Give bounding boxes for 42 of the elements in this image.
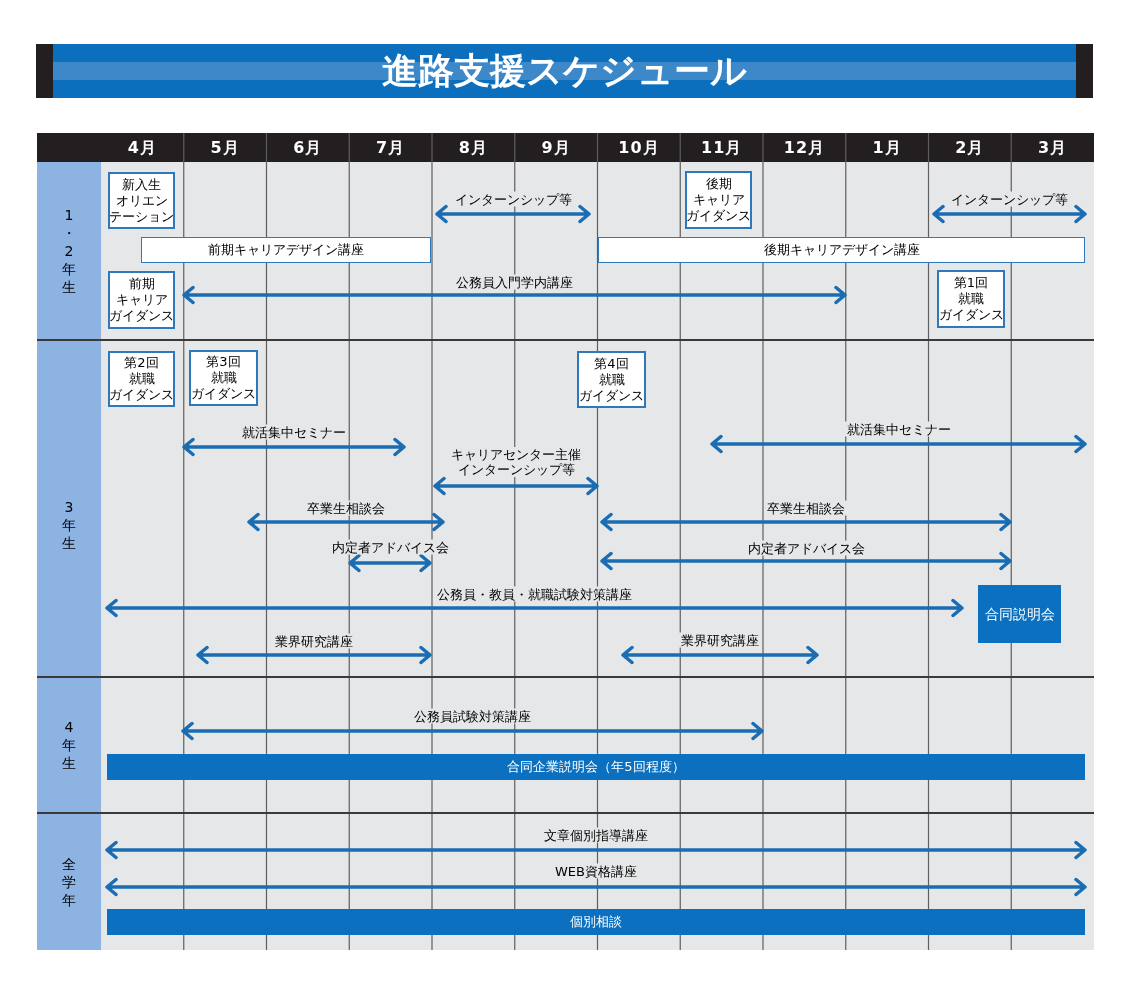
arrow-label: 就活集中セミナー [844,421,953,437]
arrow-label: 公務員試験対策講座 [412,708,533,724]
arrow-label: 就活集中セミナー [240,424,348,440]
month-label: 5月 [210,137,240,158]
month-label: 9月 [541,137,571,158]
arrow-label: 業界研究講座 [273,633,355,649]
month-label: 1月 [872,137,902,158]
arrow-label: WEB資格講座 [553,863,639,879]
month-label: 10月 [618,137,660,158]
event-box: 第4回就職ガイダンス [577,351,646,408]
event-box: 新入生オリエンテーション [108,172,175,229]
row-heading: 全学年 [37,813,101,950]
row-heading: 1・2年生 [37,162,101,340]
title-banner: 進路支援スケジュール [36,44,1093,98]
event-bar: 後期キャリアデザイン講座 [598,237,1085,263]
event-bar: 個別相談 [107,909,1085,935]
arrow-label: インターンシップ等 [949,191,1070,207]
month-label: 6月 [293,137,323,158]
row-heading: 3年生 [37,340,101,677]
event-box: 合同説明会 [978,585,1061,643]
arrow-label: 業界研究講座 [679,632,761,648]
event-bar: 合同企業説明会（年5回程度） [107,754,1085,780]
arrow-label: 文章個別指導講座 [542,827,650,843]
month-label: 7月 [376,137,406,158]
arrow-label: 卒業生相談会 [765,500,847,516]
month-label: 8月 [458,137,488,158]
event-box: 第3回就職ガイダンス [189,350,258,406]
arrow-label: 公務員入門学内講座 [454,274,575,290]
month-label: 2月 [955,137,985,158]
month-label: 4月 [127,137,157,158]
event-box: 第1回就職ガイダンス [937,270,1005,328]
event-box: 前期キャリアガイダンス [108,271,175,329]
month-label: 3月 [1038,137,1068,158]
month-label: 11月 [701,137,743,158]
arrow-label: 公務員・教員・就職試験対策講座 [435,586,634,602]
event-box: 後期キャリアガイダンス [685,171,752,229]
month-label: 12月 [783,137,825,158]
arrow-label: 卒業生相談会 [305,500,387,516]
arrow-label: キャリアセンター主催インターンシップ等 [449,447,583,477]
event-bar: 前期キャリアデザイン講座 [141,237,431,263]
event-box: 第2回就職ガイダンス [108,351,175,407]
row-heading: 4年生 [37,677,101,813]
